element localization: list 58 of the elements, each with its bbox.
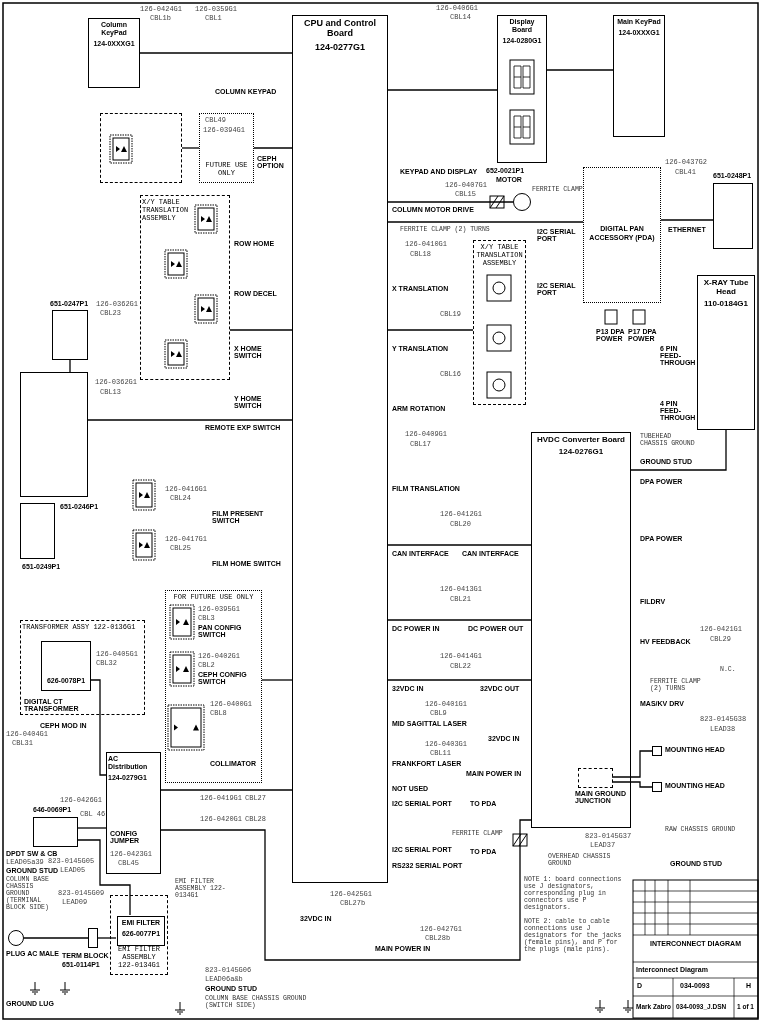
part-number: 124-0276G1 bbox=[558, 447, 604, 457]
assembly-outline bbox=[199, 113, 254, 183]
tube-head-box bbox=[697, 275, 755, 430]
assembly-outline bbox=[100, 113, 182, 183]
connector-board bbox=[52, 310, 88, 360]
assembly-outline bbox=[165, 590, 262, 783]
keypad-board bbox=[613, 15, 665, 137]
circuit-board bbox=[531, 432, 631, 828]
filter-box bbox=[117, 916, 165, 946]
circuit-board bbox=[106, 752, 161, 874]
cable-line bbox=[611, 750, 653, 778]
circuit-board bbox=[292, 15, 388, 883]
cable-line bbox=[139, 52, 293, 54]
cable-line bbox=[87, 419, 293, 421]
part-number: 110-0184G1 bbox=[703, 299, 748, 309]
cable-line bbox=[387, 619, 532, 621]
cable-line bbox=[229, 329, 293, 331]
cable-line bbox=[160, 819, 532, 961]
cable-line bbox=[630, 429, 727, 471]
cable-line bbox=[89, 679, 107, 776]
ground-junction bbox=[578, 768, 613, 788]
cable-line bbox=[387, 201, 514, 203]
cable-line bbox=[23, 937, 89, 939]
connector-board bbox=[20, 372, 88, 497]
terminal-block bbox=[88, 928, 98, 948]
transformer-box bbox=[41, 641, 91, 691]
cable-line bbox=[181, 147, 200, 149]
assembly-outline bbox=[140, 195, 230, 380]
cable-line bbox=[546, 69, 614, 71]
switch-breaker-box bbox=[33, 817, 78, 847]
keypad-board bbox=[88, 18, 140, 88]
assembly-outline bbox=[20, 620, 145, 715]
part-number: 124-0277G1 bbox=[314, 41, 365, 53]
cable-line bbox=[660, 219, 714, 221]
cable-line bbox=[387, 221, 584, 223]
cable-line bbox=[69, 359, 71, 373]
cable-line bbox=[387, 544, 532, 546]
accessory-module bbox=[583, 167, 661, 303]
cable-line bbox=[77, 827, 107, 829]
connector-board bbox=[713, 183, 753, 249]
connector-board bbox=[20, 503, 55, 559]
assembly-outline bbox=[110, 895, 168, 975]
cable-line bbox=[387, 329, 474, 331]
cable-line bbox=[160, 789, 293, 791]
board-title: X-RAY Tube Head bbox=[702, 278, 750, 297]
circuit-board bbox=[497, 15, 547, 163]
cable-line bbox=[387, 89, 498, 91]
board-title: HVDC Converter Board bbox=[537, 435, 625, 445]
cable-line bbox=[261, 679, 293, 681]
board-title: CPU and Control Board bbox=[303, 18, 377, 39]
cable-line bbox=[77, 839, 131, 916]
cable-line bbox=[611, 781, 653, 788]
mounting-head bbox=[652, 746, 662, 756]
cable-line bbox=[253, 147, 293, 149]
assembly-outline bbox=[473, 240, 526, 405]
cable-line bbox=[387, 679, 532, 681]
cable-line bbox=[97, 937, 117, 939]
mounting-head bbox=[652, 782, 662, 792]
